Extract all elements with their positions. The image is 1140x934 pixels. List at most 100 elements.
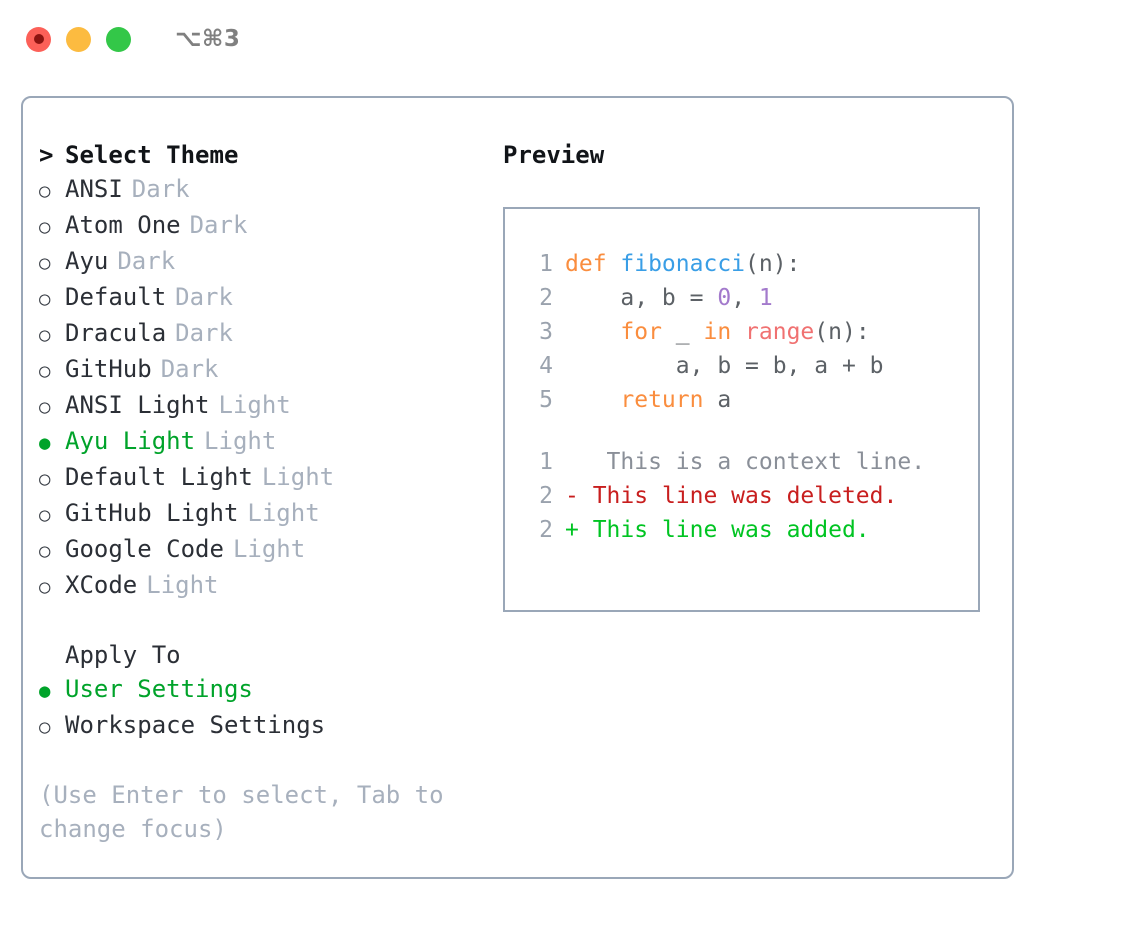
radio-unselected-icon[interactable]: ○ [39,180,51,202]
theme-list-item[interactable]: ○ Atom One Dark [39,208,489,244]
radio-unselected-icon[interactable]: ○ [39,252,51,274]
theme-list-item[interactable]: ○ GitHub Dark [39,352,489,388]
theme-kind-badge: Dark [189,211,248,239]
line-number: 3 [539,319,553,345]
theme-list-item[interactable]: ○ ANSI Light Light [39,388,489,424]
keyboard-shortcut-label: ⌥⌘3 [175,25,241,52]
diff-line: 2 - This line was deleted. [519,479,978,513]
diff-text: - This line was deleted. [565,483,898,509]
theme-list-item[interactable]: ○ Dracula Dark [39,316,489,352]
apply-to-title: Apply To [65,641,181,669]
theme-list-item[interactable]: ● Ayu Light Light [39,424,489,460]
section-title: Select Theme [65,141,239,169]
keyboard-hint: (Use Enter to select, Tab to change focu… [39,781,444,843]
radio-unselected-icon[interactable]: ○ [39,396,51,418]
radio-unselected-icon[interactable]: ○ [39,324,51,346]
code-line: 5 return a [519,383,978,417]
theme-kind-badge: Light [218,391,291,419]
theme-kind-badge: Light [232,535,306,563]
close-window-button[interactable] [26,26,51,52]
theme-kind-badge: Light [247,499,320,527]
maximize-window-button[interactable] [106,26,131,52]
theme-name: Google Code [65,535,224,563]
radio-unselected-icon[interactable]: ○ [39,468,51,490]
theme-kind-badge: Dark [131,175,190,203]
radio-unselected-icon[interactable]: ○ [39,540,51,562]
code-line: 2 a, b = 0, 1 [519,281,978,315]
code-text: def fibonacci(n): [565,251,801,277]
theme-name: Atom One [65,211,181,239]
theme-kind-badge: Light [204,427,277,455]
theme-list-item[interactable]: ○ Default Dark [39,280,489,316]
code-text: for _ in range(n): [620,319,870,345]
minimize-window-button[interactable] [66,26,91,52]
preview-title: Preview [503,141,605,169]
diff-marker: + [565,517,579,543]
diff-marker: - [565,483,579,509]
apply-to-item[interactable]: ○ Workspace Settings [39,708,489,744]
line-number: 4 [539,353,553,379]
apply-to-label: Workspace Settings [65,711,326,739]
theme-kind-badge: Dark [175,283,233,311]
theme-kind-badge: Light [261,463,335,491]
radio-unselected-icon[interactable]: ○ [39,360,51,382]
apply-to-item[interactable]: ● User Settings [39,672,489,708]
heading-indent [39,638,65,672]
title-bar: ⌥⌘3 [0,0,1140,78]
line-number: 1 [539,251,553,277]
theme-name: Ayu Light [65,427,196,455]
code-text: a, b = 0, 1 [565,285,773,311]
radio-unselected-icon[interactable]: ○ [39,288,51,310]
code-line: 1 def fibonacci(n): [519,247,978,281]
radio-unselected-icon[interactable]: ○ [39,576,51,598]
theme-kind-badge: Light [146,571,219,599]
theme-list-item[interactable]: ○ XCode Light [39,568,489,604]
line-number: 1 [539,449,553,475]
diff-text: + This line was added. [565,517,870,543]
radio-selected-icon[interactable]: ● [39,432,51,454]
theme-name: XCode [65,571,138,599]
diff-line: 2 + This line was added. [519,513,978,547]
code-text: return a [620,387,732,413]
theme-name: Default Light [65,463,253,491]
theme-list-item[interactable]: ○ Default Light Light [39,460,489,496]
apply-to-list: ● User Settings ○ Workspace Settings [39,672,489,744]
diff-line: 1 This is a context line. [519,445,978,479]
theme-name: ANSI Light [65,391,210,419]
theme-kind-badge: Dark [175,319,233,347]
theme-list-item[interactable]: ○ ANSI Dark [39,172,489,208]
line-number: 2 [539,483,553,509]
theme-name: Ayu [65,247,109,275]
radio-unselected-icon[interactable]: ○ [39,716,51,738]
line-number: 2 [539,285,553,311]
theme-name: ANSI [65,175,123,203]
apply-to-label: User Settings [65,675,253,703]
diff-sample: 1 This is a context line. 2 - This line wa… [519,445,978,547]
theme-kind-badge: Dark [160,355,219,383]
code-text: a, b = b, a + b [565,353,884,379]
theme-list-item[interactable]: ○ Google Code Light [39,532,489,568]
code-line: 3 for _ in range(n): [519,315,978,349]
radio-unselected-icon[interactable]: ○ [39,216,51,238]
caret-icon: > [39,141,54,169]
diff-text: This is a context line. [565,445,926,479]
theme-name: Default [65,283,167,311]
code-line: 4 a, b = b, a + b [519,349,978,383]
theme-list-item[interactable]: ○ GitHub Light Light [39,496,489,532]
theme-name: GitHub [65,355,152,383]
radio-selected-icon[interactable]: ● [39,680,51,702]
window-controls [26,26,131,52]
radio-unselected-icon[interactable]: ○ [39,504,51,526]
line-number: 5 [539,387,553,413]
theme-name: Dracula [65,319,167,347]
line-number: 2 [539,517,553,543]
theme-name: GitHub Light [65,499,239,527]
